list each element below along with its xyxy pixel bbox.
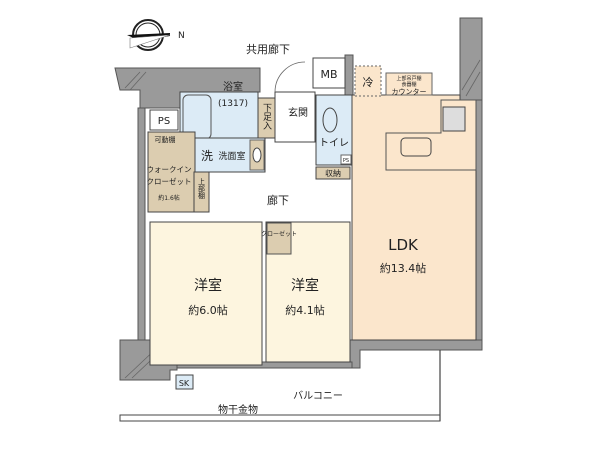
ldk-size: 約13.4帖 <box>380 261 427 275</box>
wic-size: 約1.6帖 <box>158 194 180 202</box>
closet-label: クローゼット <box>261 230 297 238</box>
fridge-label: 冷 <box>363 76 374 89</box>
balcony-label: バルコニー <box>293 390 343 402</box>
closet <box>266 222 292 255</box>
entrance <box>274 91 316 143</box>
sk-label: SK <box>179 379 190 388</box>
common-corridor-label: 共用廊下 <box>246 42 290 56</box>
counter-upper-label: 上部吊戸棚 <box>396 75 421 82</box>
compass-icon: N <box>127 19 185 51</box>
wic-label: ウォークイン <box>147 165 192 174</box>
balcony-railing <box>119 414 441 422</box>
counter-label: カウンター <box>392 87 427 96</box>
ldk-label: LDK <box>388 236 419 254</box>
bath-label: 浴室 <box>223 80 243 93</box>
fridge <box>354 65 382 97</box>
toilet-ps-label: PS <box>343 158 349 164</box>
entrance-label: 玄関 <box>288 106 308 119</box>
sink-icon <box>400 137 432 157</box>
mb-box <box>312 57 346 89</box>
shoe-storage-label: 下足入 <box>261 103 272 130</box>
cupboard-label: 食器棚 <box>401 81 416 88</box>
counter <box>385 72 433 96</box>
wash-label: 洗 <box>201 149 213 163</box>
drying-rack-label: 物干金物 <box>218 403 258 416</box>
north-label: N <box>178 31 185 41</box>
storage <box>315 166 351 180</box>
sk-box <box>175 374 194 390</box>
western-room-1 <box>149 221 263 366</box>
wic-label-2: クローゼット <box>147 176 192 186</box>
room1-size: 約6.0帖 <box>188 303 228 317</box>
mb-label: MB <box>320 68 337 81</box>
bath-size: (1317) <box>218 99 248 109</box>
entrance-door[interactable] <box>274 61 306 93</box>
movable-shelf-label: 可動棚 <box>155 135 176 144</box>
corridor-label: 廊下 <box>267 193 289 207</box>
ps-box <box>149 109 179 131</box>
room2-label: 洋室 <box>291 277 319 294</box>
upper-shelf-label: 上部棚 <box>198 177 206 200</box>
ps-label: PS <box>158 116 170 127</box>
washroom-label: 洗面室 <box>218 150 245 162</box>
stove-icon <box>442 106 466 132</box>
toilet-label: トイレ <box>319 138 349 149</box>
room2-size: 約4.1帖 <box>285 303 325 317</box>
walk-in-closet <box>147 131 196 213</box>
room1-label: 洋室 <box>194 277 222 294</box>
storage-label: 収納 <box>325 168 341 178</box>
